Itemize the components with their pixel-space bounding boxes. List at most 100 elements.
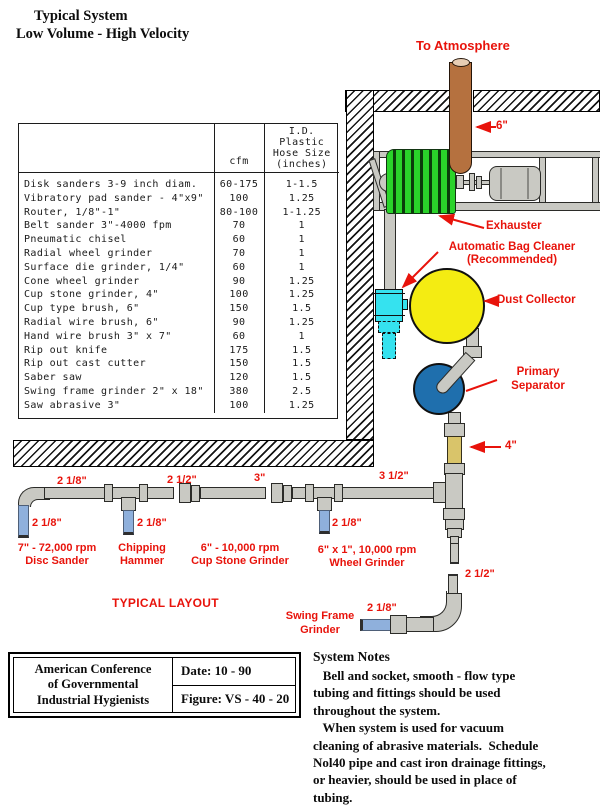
date-field: Date: 10 - 90 bbox=[173, 658, 295, 686]
cell-cfm: 70 bbox=[213, 219, 264, 234]
title-block-inner: American Conference of Governmental Indu… bbox=[13, 657, 296, 713]
motor-rib bbox=[500, 168, 502, 199]
cell-cfm: 120 bbox=[213, 371, 264, 385]
header-blank bbox=[19, 124, 214, 173]
cell-name: Router, 1/8"-1" bbox=[24, 206, 121, 218]
size-label-4: 4" bbox=[505, 440, 517, 452]
atmosphere-pipe-opening bbox=[452, 58, 470, 67]
cell-cfm: 70 bbox=[213, 246, 264, 261]
caption-wheel-grinder: 6" x 1", 10,000 rpm Wheel Grinder bbox=[308, 544, 426, 569]
cell-cfm: 150 bbox=[213, 357, 264, 372]
bag-cleaner-flange-top bbox=[373, 293, 405, 294]
note-line: tubing. bbox=[313, 789, 353, 805]
callout-separator-line2: Separator bbox=[511, 379, 565, 392]
caption-chipping-line1: Chipping bbox=[118, 542, 166, 554]
cell-name: Hand wire brush 3" x 7" bbox=[24, 330, 172, 342]
cell-hose: 1.5 bbox=[263, 371, 339, 385]
caption-wheel-grinder-line1: 6" x 1", 10,000 rpm bbox=[317, 544, 417, 556]
cell-cfm: 90 bbox=[213, 274, 264, 289]
cell-hose: 1-1.25 bbox=[263, 205, 339, 220]
caption-chipping-hammer: Chipping Hammer bbox=[107, 542, 177, 567]
callout-typical-layout: TYPICAL LAYOUT bbox=[112, 596, 219, 610]
exhauster-inlet-duct bbox=[384, 209, 396, 292]
org-line2: of Governmental bbox=[47, 677, 139, 692]
cell-name: Radial wire brush, 6" bbox=[24, 317, 159, 329]
flex-hose-4in bbox=[447, 436, 462, 465]
system-notes-heading: System Notes bbox=[313, 649, 390, 664]
coupling-above-hose bbox=[444, 423, 465, 437]
callout-bag-cleaner: Automatic Bag Cleaner (Recommended) bbox=[428, 241, 596, 267]
cell-hose: 1.25 bbox=[263, 398, 339, 413]
cell-cfm: 60 bbox=[213, 233, 264, 247]
swing-coupling bbox=[390, 615, 407, 634]
arrow-exhauster bbox=[438, 213, 485, 229]
cell-name: Saber saw bbox=[24, 372, 82, 384]
cell-hose: 1.5 bbox=[263, 343, 339, 358]
header-hose: I.D. Plastic Hose Size (inches) bbox=[263, 124, 339, 173]
organization-name: American Conference of Governmental Indu… bbox=[14, 658, 173, 712]
dust-collector-vessel bbox=[409, 268, 485, 344]
callout-to-atmosphere: To Atmosphere bbox=[416, 38, 510, 53]
note-line: When system is used for vacuum bbox=[313, 720, 504, 736]
cell-hose: 1 bbox=[263, 219, 339, 234]
header-cfm: cfm bbox=[213, 124, 264, 173]
caption-disc-sander: 7" - 72,000 rpm Disc Sander bbox=[6, 542, 108, 567]
cell-hose: 1.5 bbox=[263, 357, 339, 372]
swing-horizontal-pipe bbox=[404, 617, 434, 632]
cell-hose: 1 bbox=[263, 260, 339, 275]
cell-name: Cup type brush, 6" bbox=[24, 303, 140, 315]
callout-primary-separator: Primary Separator bbox=[498, 366, 578, 393]
cell-cfm: 150 bbox=[213, 302, 264, 316]
exhauster-bellows bbox=[386, 149, 456, 214]
cell-cfm: 100 bbox=[213, 191, 264, 206]
caption-swing-frame-grinder: Swing Frame Grinder bbox=[278, 610, 362, 637]
page-title-line1: Typical System bbox=[34, 8, 128, 24]
duct-left-elbow-cut bbox=[30, 499, 50, 507]
size-label-swing-2-1-8: 2 1/8" bbox=[367, 602, 397, 614]
callout-separator-line1: Primary bbox=[516, 366, 560, 378]
equipment-table-grid: cfm I.D. Plastic Hose Size (inches) Disk… bbox=[19, 124, 339, 413]
org-line3: Industrial Hygienists bbox=[36, 692, 150, 707]
cell-name: Cone wheel grinder bbox=[24, 275, 140, 287]
main-tee-vertical bbox=[445, 473, 463, 510]
duct-coupling-3 bbox=[191, 485, 200, 502]
caption-disc-sander-line1: 7" - 72,000 rpm bbox=[17, 542, 97, 554]
duct-segment-3 bbox=[200, 487, 266, 499]
page-title-line2: Low Volume - High Velocity bbox=[16, 26, 190, 42]
cell-name: Surface die grinder, 1/4" bbox=[24, 261, 185, 273]
equipment-table: cfm I.D. Plastic Hose Size (inches) Disk… bbox=[18, 123, 339, 419]
size-label-duct-2-1-8: 2 1/8" bbox=[57, 475, 87, 487]
caption-cup-stone-line2: Cup Stone Grinder bbox=[191, 554, 289, 567]
org-line1: American Conference bbox=[34, 661, 152, 676]
system-notes: System Notes Bell and socket, smooth - f… bbox=[313, 649, 600, 806]
wall-left-column bbox=[346, 90, 374, 440]
wheel-grinder-hose bbox=[319, 510, 330, 534]
title-block: American Conference of Governmental Indu… bbox=[8, 652, 301, 718]
cell-hose: 2.5 bbox=[263, 384, 339, 399]
callout-bag-cleaner-line2: (Recommended) bbox=[466, 254, 558, 266]
cell-cfm: 100 bbox=[213, 288, 264, 303]
caption-cup-stone-grinder: 6" - 10,000 rpm Cup Stone Grinder bbox=[184, 542, 296, 567]
cell-cfm: 60-175 bbox=[213, 172, 264, 192]
cell-cfm: 60 bbox=[213, 260, 264, 275]
callout-exhauster: Exhauster bbox=[486, 220, 542, 232]
cell-name: Rip out cast cutter bbox=[24, 358, 146, 370]
cell-cfm: 80-100 bbox=[213, 205, 264, 220]
cell-hose: 1 bbox=[263, 329, 339, 344]
cell-hose: 1.5 bbox=[263, 302, 339, 316]
shaft-coupling-disc2 bbox=[476, 176, 482, 189]
table-header-row: cfm I.D. Plastic Hose Size (inches) bbox=[19, 124, 339, 173]
